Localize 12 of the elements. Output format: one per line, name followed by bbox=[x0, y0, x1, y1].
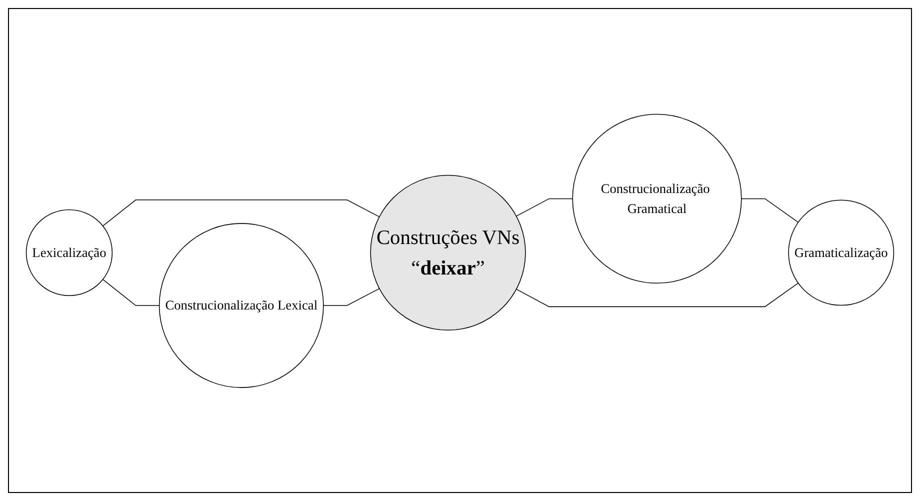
node-circle bbox=[370, 174, 526, 330]
connector bbox=[102, 278, 160, 306]
connector bbox=[516, 282, 799, 307]
node-circle bbox=[158, 222, 324, 388]
connector bbox=[102, 199, 380, 226]
diagram-frame: Lexicalização Construcionalização Gramatical Construções VNs “deixar” Construcionalização Lexical Gramaticalização bbox=[8, 8, 912, 493]
node-circle bbox=[788, 199, 894, 306]
connector bbox=[323, 288, 380, 306]
node-circle bbox=[572, 113, 742, 284]
node-circle bbox=[26, 208, 113, 296]
connector bbox=[741, 198, 799, 222]
connector bbox=[516, 198, 573, 216]
